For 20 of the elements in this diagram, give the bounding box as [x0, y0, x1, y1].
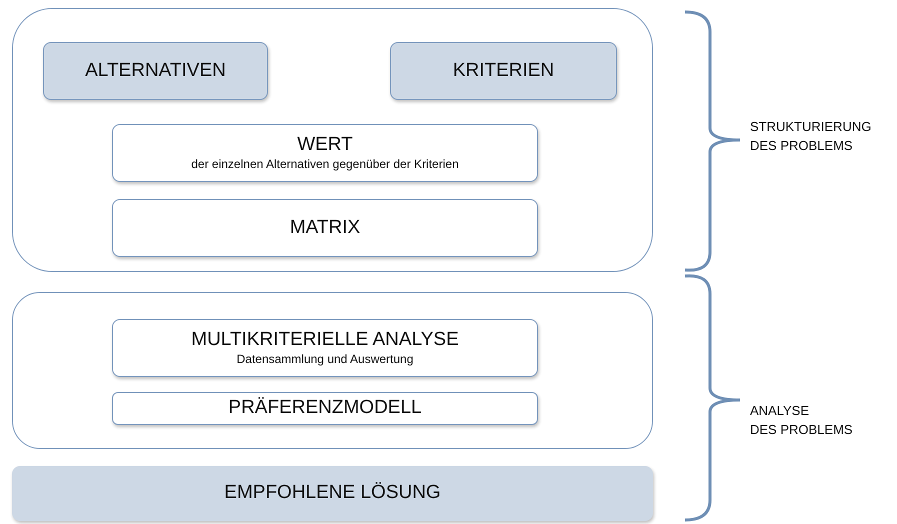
step-box [112, 319, 538, 377]
step-box [112, 199, 538, 257]
box-title: WERT [297, 134, 353, 157]
box-title: MATRIX [290, 216, 360, 240]
group-panel [12, 292, 653, 449]
bracket-label: ANALYSE DES PROBLEMS [750, 402, 853, 439]
box-title: ALTERNATIVEN [85, 60, 226, 82]
box-title: MULTIKRITERIELLE ANALYSE [191, 328, 459, 352]
result-box [12, 466, 653, 521]
category-box [390, 42, 617, 100]
box-subtitle: Datensammlung und Auswertung [236, 352, 414, 368]
category-box [43, 42, 268, 100]
box-title: KRITERIEN [452, 60, 554, 82]
group-panel [12, 8, 653, 272]
box-title: EMPFOHLENE LÖSUNG [224, 482, 441, 505]
bracket-label: STRUKTURIERUNG DES PROBLEMS [750, 118, 872, 155]
step-box [112, 392, 538, 425]
box-subtitle: der einzelnen Alternativen gegenüber der Kriterien [191, 156, 459, 172]
box-title: PRÄFERENZMODELL [228, 397, 422, 420]
step-box [112, 124, 538, 182]
